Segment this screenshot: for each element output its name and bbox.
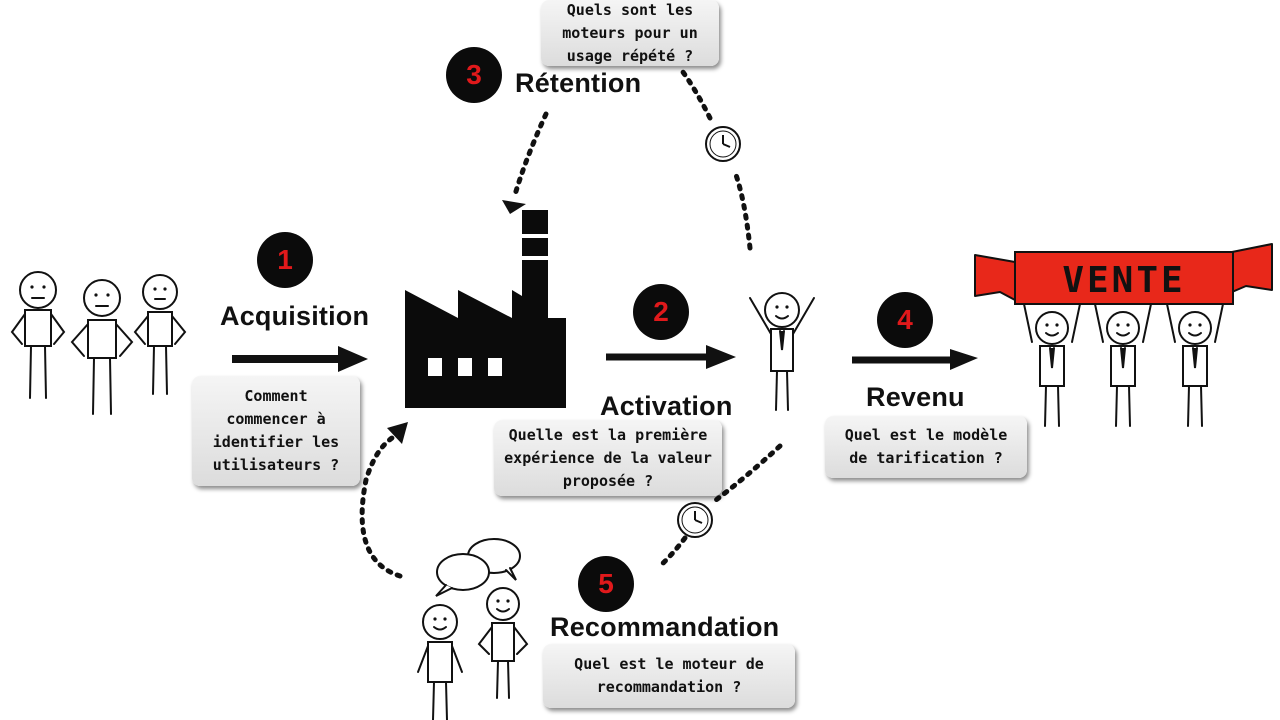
arrow-acquisition bbox=[232, 346, 368, 372]
question-acquisition: Comment commencer à identifier les utili… bbox=[192, 376, 360, 486]
stage-label-revenu: Revenu bbox=[866, 382, 965, 412]
stage-label-recommandation: Recommandation bbox=[550, 612, 780, 642]
question-retention: Quels sont les moteurs pour un usage rép… bbox=[541, 0, 719, 66]
arrow-retention bbox=[511, 65, 753, 251]
stage-3-badge: 3 bbox=[446, 47, 502, 103]
stick-figure-icon bbox=[70, 279, 134, 415]
speech-bubbles-icon bbox=[435, 538, 521, 597]
stage-1-badge: 1 bbox=[257, 232, 313, 288]
banner-text: VENTE bbox=[1062, 260, 1185, 301]
question-recommandation: Quel est le moteur de recommandation ? bbox=[543, 644, 795, 708]
users-group bbox=[10, 271, 187, 415]
question-revenu: Quel est le modèle de tarification ? bbox=[825, 416, 1027, 478]
stage-2-badge: 2 bbox=[633, 284, 689, 340]
stage-label-acquisition: Acquisition bbox=[220, 301, 370, 331]
activated-user-figure bbox=[749, 292, 815, 411]
clock-icon bbox=[677, 502, 713, 538]
arrow-revenu bbox=[852, 349, 978, 370]
stick-figure-icon bbox=[133, 274, 187, 395]
stage-label-activation: Activation bbox=[600, 391, 733, 421]
stage-4-badge: 4 bbox=[877, 292, 933, 348]
stage-label-retention: Rétention bbox=[515, 68, 642, 98]
factory-icon bbox=[405, 210, 566, 408]
arrow-activation bbox=[606, 345, 736, 369]
clock-icon bbox=[705, 126, 741, 162]
arrow-retention-head bbox=[502, 200, 526, 214]
sale-banner: VENTE bbox=[974, 243, 1273, 427]
stage-5-badge: 5 bbox=[578, 556, 634, 612]
referral-users bbox=[417, 538, 529, 720]
question-activation: Quelle est la première expérience de la … bbox=[494, 420, 722, 496]
arrow-recommandation-head bbox=[387, 422, 408, 444]
stick-figure-icon bbox=[10, 271, 66, 399]
arrow-recommandation bbox=[359, 435, 783, 579]
